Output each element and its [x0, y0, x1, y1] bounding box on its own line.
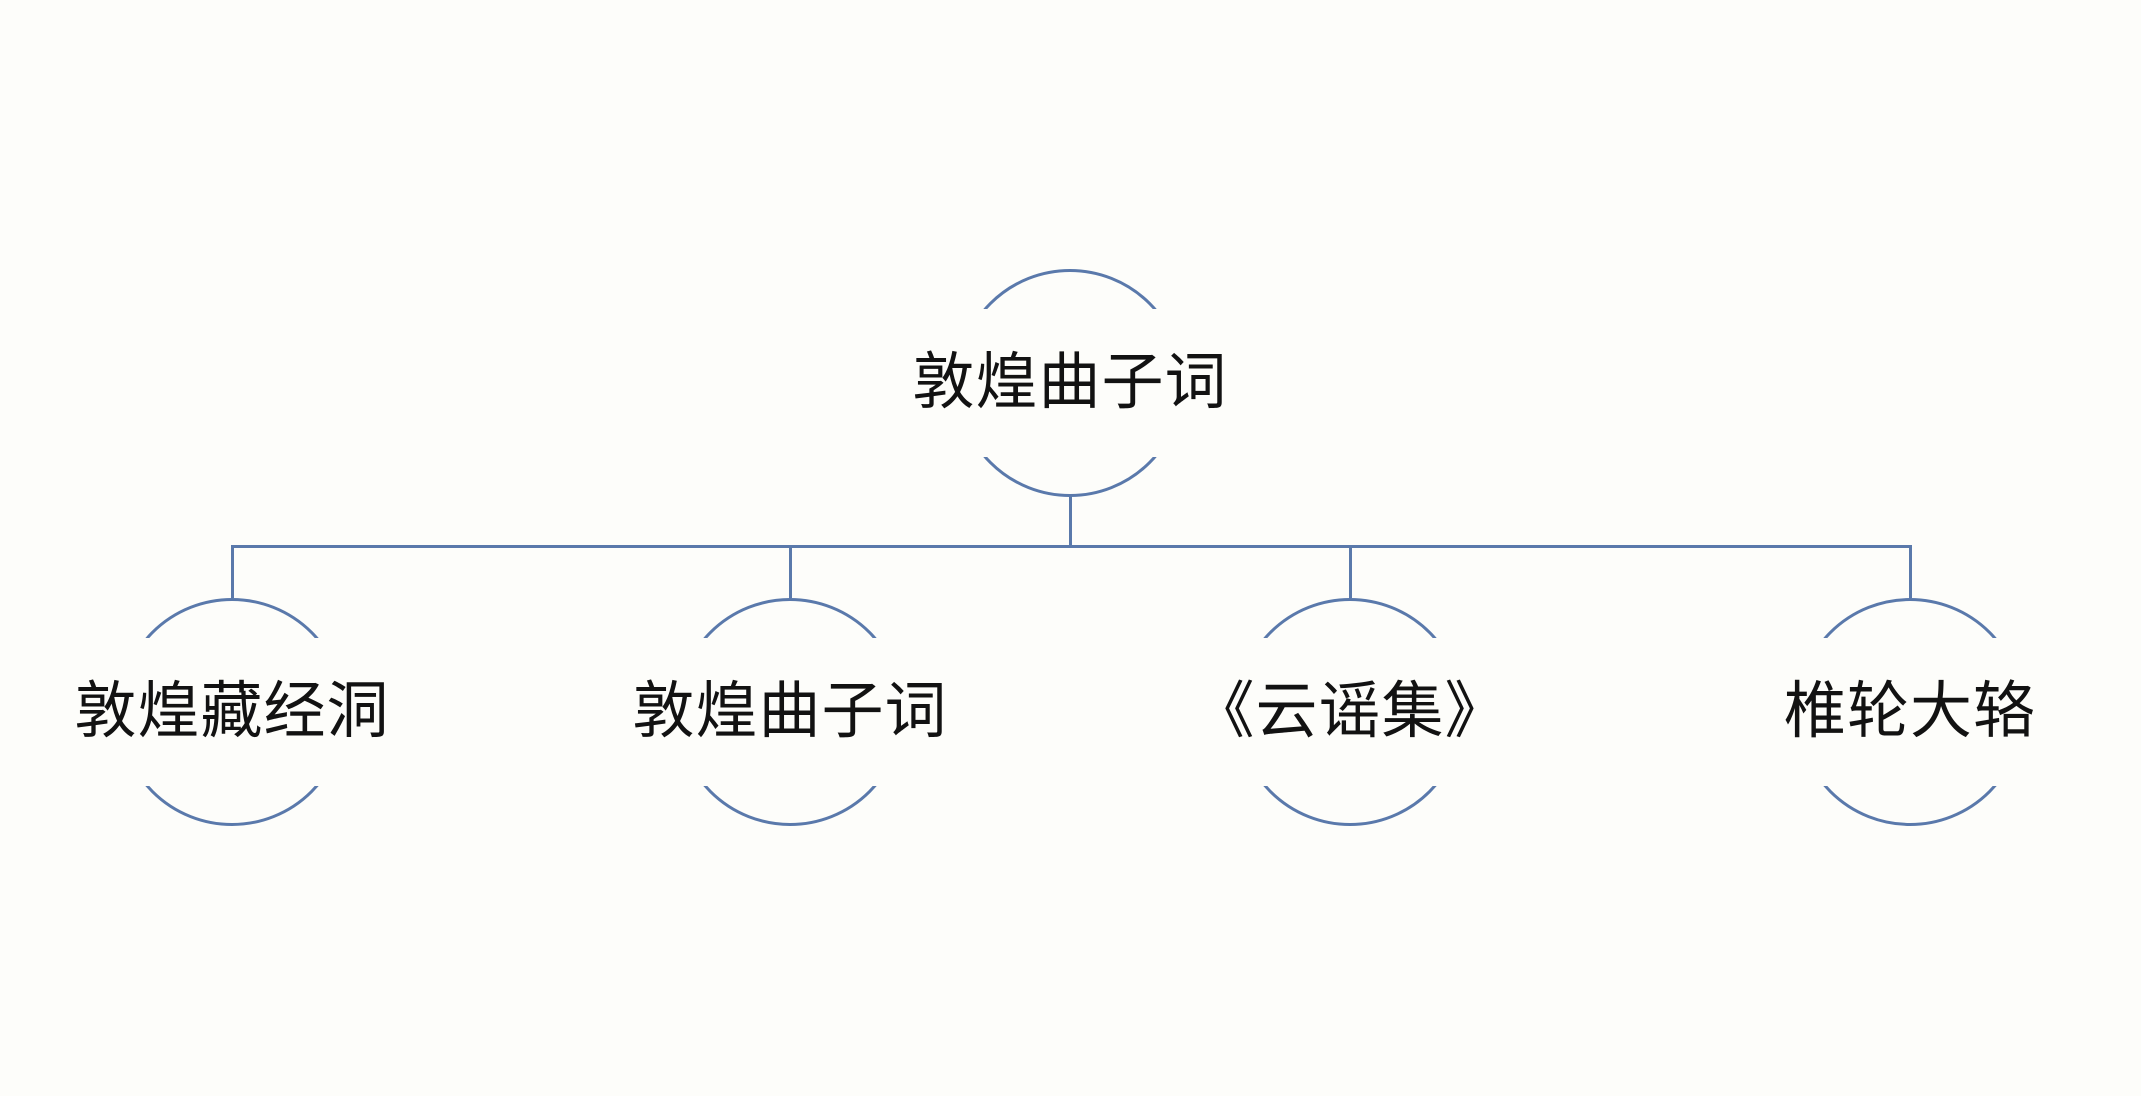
node-child-label: 《云谣集》	[1180, 638, 1520, 786]
connector-child-stub	[1908, 546, 1912, 598]
node-child-circle[interactable]: 《云谣集》	[1180, 598, 1520, 826]
node-child-label: 敦煌藏经洞	[62, 638, 402, 786]
node-root-circle[interactable]: 敦煌曲子词	[900, 269, 1240, 497]
node-child-circle[interactable]: 椎轮大辂	[1771, 598, 2049, 826]
connector-rail	[230, 545, 1912, 548]
node-child-label: 椎轮大辂	[1771, 638, 2049, 786]
node-child-label: 敦煌曲子词	[620, 638, 960, 786]
node-root-label: 敦煌曲子词	[900, 309, 1240, 457]
node-child-circle[interactable]: 敦煌曲子词	[620, 598, 960, 826]
connector-child-stub	[788, 546, 792, 598]
connector-child-stub	[1348, 546, 1352, 598]
node-child-circle[interactable]: 敦煌藏经洞	[62, 598, 402, 826]
connector-child-stub	[230, 546, 234, 598]
connector-root-stub	[1068, 495, 1072, 548]
